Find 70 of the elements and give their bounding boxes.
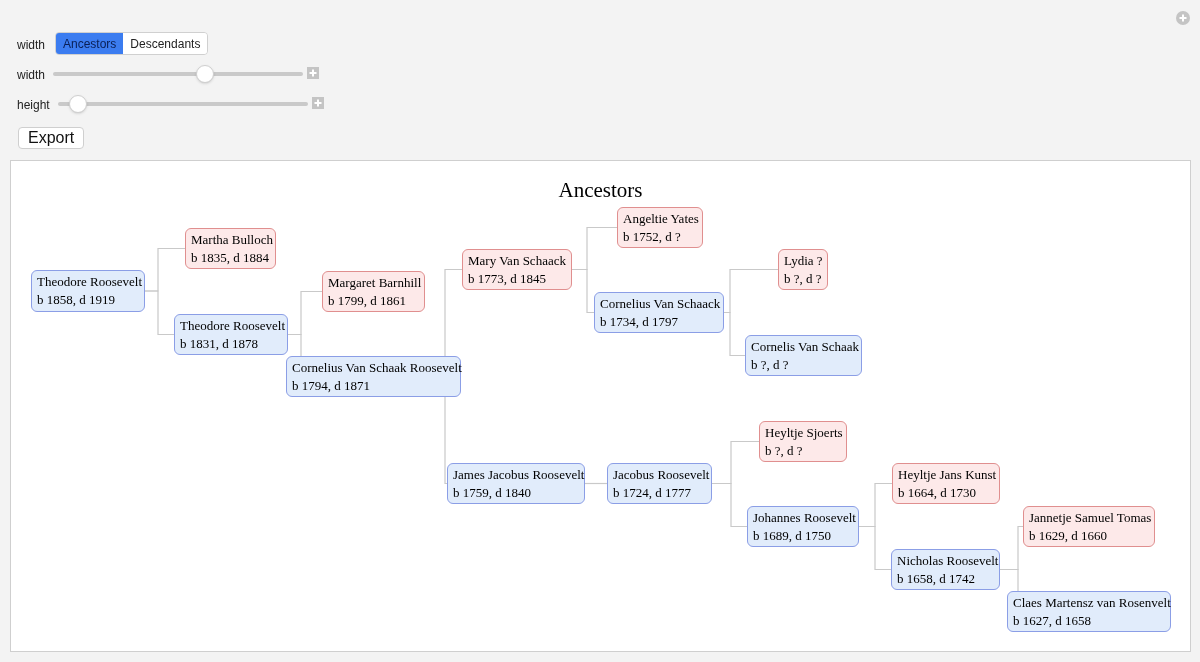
connector-line (444, 396, 448, 485)
person-box (447, 463, 585, 504)
life-dates: b 1752, d ? (623, 228, 681, 246)
person-name: Angeltie Yates (623, 210, 699, 228)
life-dates: b 1799, d 1861 (328, 292, 406, 310)
person-box (778, 249, 828, 290)
life-dates: b 1629, d 1660 (1029, 527, 1107, 545)
control-label: width (17, 67, 45, 84)
connector-line (711, 482, 748, 528)
person-box (31, 270, 145, 312)
control-label: width (17, 37, 45, 54)
person-name: Theodore Roosevelt (180, 317, 286, 335)
person-name: Claes Martensz van Rosenvelt (1013, 594, 1171, 612)
life-dates: b 1734, d 1797 (600, 313, 678, 331)
person-name: Lydia ? (784, 252, 823, 270)
person-box (617, 207, 703, 248)
connector-line (999, 568, 1019, 592)
person-name: Cornelius Van Schaack (600, 295, 721, 313)
person-name: Jacobus Roosevelt (613, 466, 710, 484)
person-box (462, 249, 572, 290)
person-name: Heyltje Sjoerts (765, 424, 843, 442)
person-name: Theodore Roosevelt (37, 273, 143, 291)
person-box (745, 335, 862, 376)
person-box (891, 549, 1000, 590)
person-name: Nicholas Roosevelt (897, 552, 999, 570)
person-name: Heyltje Jans Kunst (898, 466, 997, 484)
connector-line (858, 525, 892, 571)
life-dates: b 1724, d 1777 (613, 484, 691, 502)
person-box (892, 463, 1000, 504)
person-name: Margaret Barnhill (328, 274, 422, 292)
person-name: Johannes Roosevelt (753, 509, 856, 527)
life-dates: b 1773, d 1845 (468, 270, 546, 288)
life-dates: b 1835, d 1884 (191, 249, 269, 267)
person-box (1023, 506, 1155, 547)
person-box (286, 356, 461, 397)
connector-line (444, 268, 463, 357)
person-box (322, 271, 425, 312)
person-box (759, 421, 847, 462)
control-label: height (17, 97, 50, 114)
person-box (747, 506, 859, 547)
tab-button: Descendants (123, 33, 208, 54)
life-dates: b ?, d ? (784, 270, 822, 288)
tab-button-selected: Ancestors (56, 33, 124, 54)
diagram-title: Ancestors (558, 177, 643, 203)
person-name: Martha Bulloch (191, 231, 273, 249)
export-button: Export (18, 127, 85, 149)
person-box (174, 314, 288, 355)
connector-line (571, 268, 595, 314)
connector-line (144, 290, 175, 336)
life-dates: b 1759, d 1840 (453, 484, 531, 502)
life-dates: b ?, d ? (751, 356, 789, 374)
life-dates: b 1664, d 1730 (898, 484, 976, 502)
person-name: Cornelis Van Schaak (751, 338, 860, 356)
life-dates: b 1831, d 1878 (180, 335, 258, 353)
person-name: Jannetje Samuel Tomas (1029, 509, 1152, 527)
life-dates: b 1858, d 1919 (37, 291, 115, 309)
person-box (607, 463, 712, 504)
person-box (185, 228, 276, 269)
life-dates: b 1689, d 1750 (753, 527, 831, 545)
connector-line (287, 333, 302, 357)
life-dates: b 1658, d 1742 (897, 570, 975, 588)
person-name: James Jacobus Roosevelt (453, 466, 585, 484)
person-name: Cornelius Van Schaak Roosevelt (292, 359, 462, 377)
person-box (1007, 591, 1171, 632)
life-dates: b 1794, d 1871 (292, 377, 370, 395)
person-name: Mary Van Schaack (468, 252, 566, 270)
person-box (594, 292, 724, 333)
connector-line (584, 482, 608, 485)
life-dates: b 1627, d 1658 (1013, 612, 1091, 630)
life-dates: b ?, d ? (765, 442, 803, 460)
